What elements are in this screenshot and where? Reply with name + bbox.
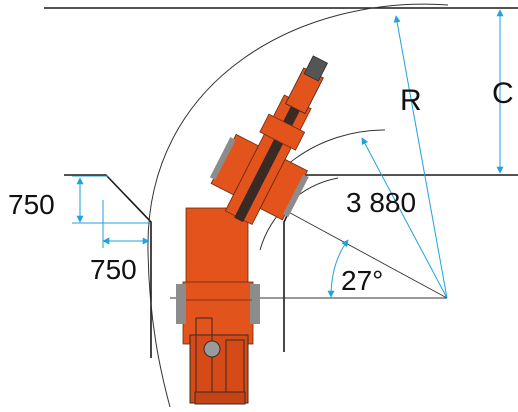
boom-arm (209, 55, 329, 226)
corner-750-label: 750 (8, 189, 55, 220)
clearance-c-label: C (492, 77, 514, 110)
inner-radius-label: 3 880 (346, 187, 416, 218)
angle-arc (327, 239, 349, 298)
radius-r-line (393, 15, 448, 299)
machine (176, 55, 329, 405)
radius-r-label: R (400, 84, 422, 117)
angle-label: 27° (341, 265, 383, 296)
boom-axis-line (269, 201, 448, 299)
carrier-body (176, 207, 260, 405)
corridor-750-label: 750 (90, 254, 137, 285)
outer-path-curve (147, 3, 449, 408)
dimension-lines (72, 9, 504, 299)
radius-3880-line (361, 137, 448, 299)
left-branch-wall (64, 174, 152, 358)
